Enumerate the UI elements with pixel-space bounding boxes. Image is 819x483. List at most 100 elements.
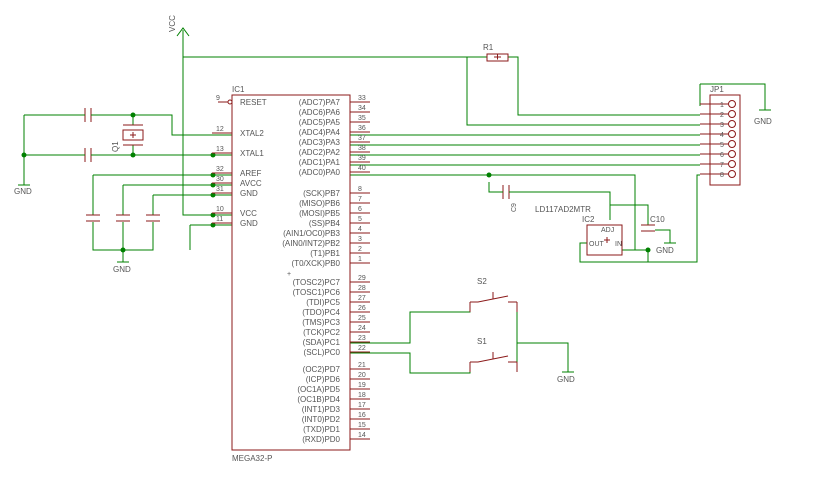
ic1-left-pin-label: AREF — [240, 169, 261, 178]
ic1-right-pin-label: (ADC6)PA6 — [299, 108, 341, 117]
ic1-right-pin-num: 27 — [358, 295, 366, 302]
ic1-right-pin-label: (T0/XCK)PB0 — [292, 259, 341, 268]
jp1-pin-num: 4 — [720, 132, 724, 139]
s2-label: S2 — [477, 277, 487, 286]
ic1-left-pin-num: 31 — [216, 186, 224, 193]
capacitor-c10[interactable]: C10 — [641, 215, 665, 232]
jp1-pin-num: 2 — [720, 112, 724, 119]
ic1-right-pin-num: 18 — [358, 392, 366, 399]
crystal-caps — [83, 108, 95, 162]
ic1-left-pin-num: 13 — [216, 146, 224, 153]
ic1-left-pin-num: 12 — [216, 126, 224, 133]
ic1-right-pin-num: 3 — [358, 236, 362, 243]
ic1-right-pin-label: (OC2)PD7 — [303, 365, 341, 374]
ic1-right-pin-num: 14 — [358, 432, 366, 439]
junction-dots — [21, 112, 651, 253]
ic1-right-pin-num: 39 — [358, 155, 366, 162]
ic2-in: IN — [615, 241, 622, 248]
ic1-right-pin-num: 19 — [358, 382, 366, 389]
ic1-right-pin-num: 16 — [358, 412, 366, 419]
ic1-right-pin-label: (INT1)PD3 — [302, 405, 341, 414]
ic1-right-pin-label: (ADC3)PA3 — [299, 138, 341, 147]
ic1-right-pin-num: 40 — [358, 165, 366, 172]
ic1-right-pin-label: (TCK)PC2 — [303, 328, 340, 337]
ic1-left-pin-num: 32 — [216, 166, 224, 173]
ic1-right-pin-label: (RXD)PD0 — [302, 435, 340, 444]
s1-label: S1 — [477, 337, 487, 346]
gnd-label-switch: GND — [557, 375, 575, 384]
ic1-right-pin-num: 28 — [358, 285, 366, 292]
jp1-pin-num: 6 — [720, 152, 724, 159]
ic2-adj: ADJ — [601, 227, 614, 234]
ic1-right-pin-label: (OC1A)PD5 — [297, 385, 340, 394]
ic1-right-pin-label: (SCL)PC0 — [304, 348, 341, 357]
ic1-right-pin-label: (T1)PB1 — [310, 249, 340, 258]
ic1-right-pin-num: 7 — [358, 196, 362, 203]
ic1-right-pin-num: 20 — [358, 372, 366, 379]
ic1-right-pin-num: 29 — [358, 275, 366, 282]
ic1-left-pin-label: VCC — [240, 209, 257, 218]
ic1-right-pin-label: (SS)PB4 — [309, 219, 341, 228]
ic1-right-pin-label: (INT0)PD2 — [302, 415, 341, 424]
ic1-right-pin-label: (TMS)PC3 — [302, 318, 340, 327]
ic2-regulator[interactable]: LD117AD2MTR IC2 ADJ OUT IN — [535, 205, 623, 256]
ic1-right-pin-label: (TOSC2)PC7 — [293, 278, 341, 287]
ic1-left-pin-label: GND — [240, 219, 258, 228]
gnd-symbols: GND GND GND GND GND — [14, 109, 772, 384]
ic1-left-pin-num: 11 — [216, 216, 223, 223]
ic1-right-pin-num: 22 — [358, 345, 366, 352]
ic1-right-pin-num: 37 — [358, 135, 366, 142]
switch-s1[interactable]: S1 — [469, 337, 518, 372]
ic1-right-pin-num: 23 — [358, 335, 366, 342]
gnd-label-left: GND — [14, 187, 32, 196]
jp1-pin-num: 8 — [720, 172, 724, 179]
gnd-label-jp1: GND — [754, 117, 772, 126]
ic1-left-pin-num: 9 — [216, 95, 220, 102]
decoupling-caps — [86, 214, 160, 222]
crystal-q1[interactable]: Q1 — [111, 124, 144, 152]
c9-label: C9 — [511, 203, 518, 212]
ic1-label: IC1 — [232, 85, 245, 94]
c10-label: C10 — [650, 215, 665, 224]
ic1-left-pin-label: XTAL1 — [240, 149, 264, 158]
ic1-right-pin-label: (ICP)PD6 — [306, 375, 341, 384]
jp1-pin-num: 5 — [720, 142, 724, 149]
gnd-label-caps: GND — [113, 265, 131, 274]
ic1-right-pin-label: (AIN1/OC0)PB3 — [283, 229, 340, 238]
jp1-pin-num: 1 — [720, 102, 724, 109]
ic1-left-pin-label: XTAL2 — [240, 129, 264, 138]
vcc-symbol: VCC — [168, 15, 190, 37]
ic1-right-pin-num: 36 — [358, 125, 366, 132]
q1-label: Q1 — [111, 141, 120, 152]
capacitor-c9[interactable]: C9 — [500, 185, 518, 212]
ic1-right-pin-num: 25 — [358, 315, 366, 322]
ic1-left-pin-label: RESET — [240, 98, 267, 107]
ic1-right-pin-label: (SDA)PC1 — [303, 338, 341, 347]
ic1-right-pin-num: 4 — [358, 226, 362, 233]
ic1-right-pin-label: (ADC7)PA7 — [299, 98, 341, 107]
gnd-label-c10: GND — [656, 246, 674, 255]
ic2-out: OUT — [589, 241, 605, 248]
ic1-right-pin-num: 35 — [358, 115, 366, 122]
switch-s2[interactable]: S2 — [469, 277, 518, 312]
resistor-r1[interactable]: R1 — [483, 43, 509, 62]
ic1-left-pin-num: 30 — [216, 176, 224, 183]
ic1-right-pin-label: (ADC1)PA1 — [299, 158, 341, 167]
ic1-right-pin-label: (MOSI)PB5 — [299, 209, 340, 218]
ic1-right-pin-label: (TDO)PC4 — [302, 308, 340, 317]
jp1-pin-num: 7 — [720, 162, 724, 169]
ic1-right-pin-label: (AIN0/INT2)PB2 — [282, 239, 340, 248]
ic2-part: LD117AD2MTR — [535, 205, 591, 214]
ic1-right-pin-label: (ADC4)PA4 — [299, 128, 341, 137]
ic1-right-pin-num: 15 — [358, 422, 366, 429]
ic1-right-pin-num: 17 — [358, 402, 366, 409]
ic1-left-pin-num: 10 — [216, 206, 224, 213]
ic1-right-pin-label: (ADC2)PA2 — [299, 148, 341, 157]
ic1-right-pin-num: 34 — [358, 105, 366, 112]
ic1-right-pin-label: (SCK)PB7 — [303, 189, 340, 198]
ic1-right-pin-label: (ADC5)PA5 — [299, 118, 341, 127]
wires — [23, 30, 766, 374]
